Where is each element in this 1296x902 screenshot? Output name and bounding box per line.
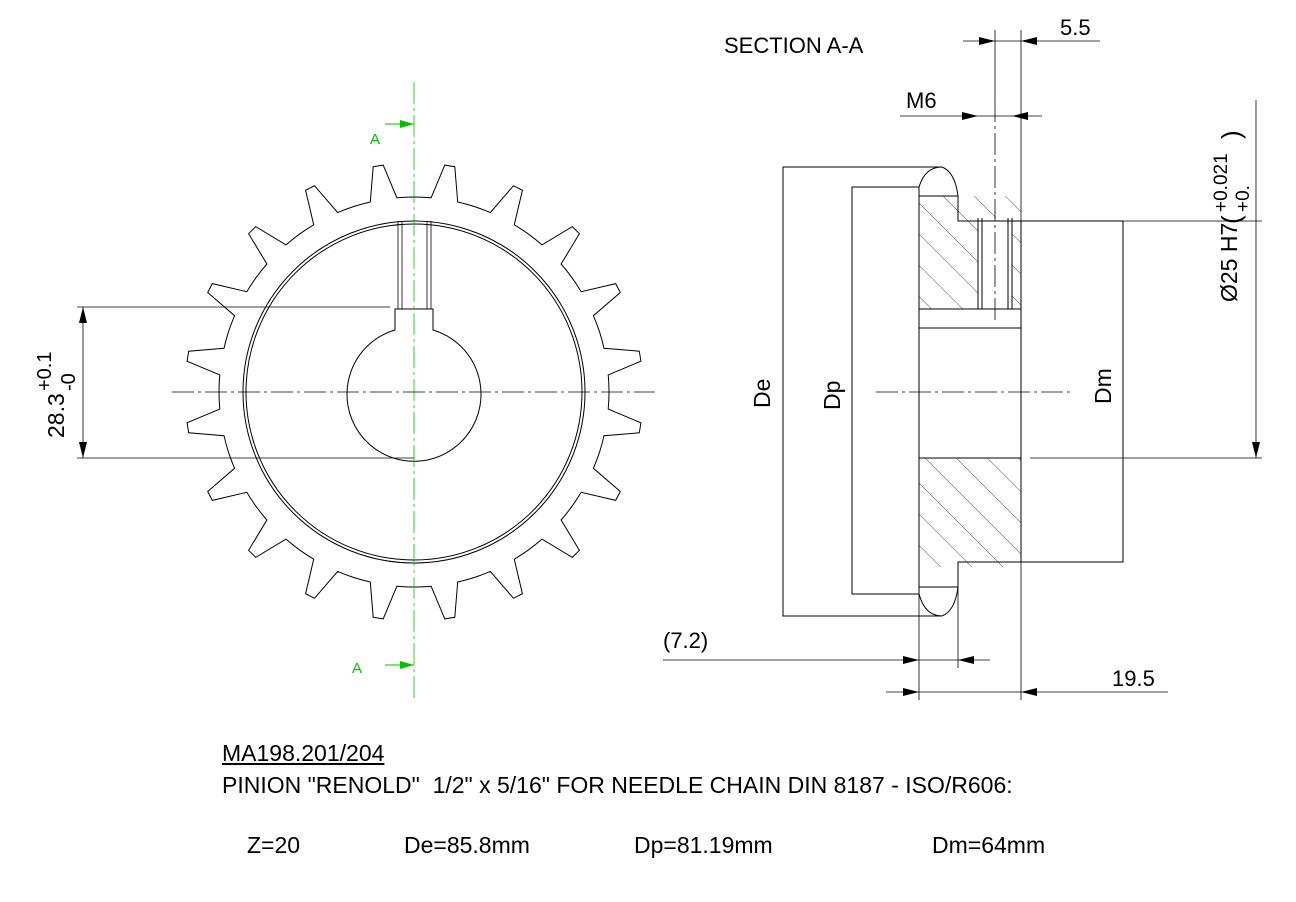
part-code: MA198.201/204 — [222, 740, 385, 766]
svg-text:): ) — [1216, 130, 1246, 139]
dp-label: Dp — [819, 381, 845, 410]
section-view: SECTION A-A 5 — [663, 15, 1262, 700]
svg-text:+0.1: +0.1 — [34, 352, 56, 391]
arrow-head-icon — [962, 112, 978, 120]
dim-19-5: 19.5 — [1112, 666, 1155, 691]
section-mark-bottom: A — [352, 660, 362, 677]
part-description: PINION "RENOLD" 1/2" x 5/16" FOR NEEDLE … — [222, 772, 1013, 798]
arrow-head-icon — [400, 661, 414, 669]
arrow-head-icon — [1012, 112, 1028, 120]
arrow-head-icon — [400, 120, 414, 128]
arrow-head-icon — [903, 688, 919, 696]
tooth-chamfer-top — [918, 166, 959, 197]
bore-dimension-label: Ø25 H7 ( +0.021 +0. ) — [1211, 130, 1254, 302]
spec-de: De=85.8mm — [404, 832, 530, 858]
arrow-head-icon — [903, 656, 919, 664]
svg-text:28.3: 28.3 — [43, 393, 69, 438]
bore-keyway — [346, 308, 482, 462]
dim-m6: M6 — [906, 88, 937, 113]
de-outline — [782, 166, 942, 617]
de-label: De — [749, 379, 775, 408]
dim-5-5: 5.5 — [1060, 15, 1091, 40]
spec-dp: Dp=81.19mm — [634, 832, 773, 858]
section-mark-top: A — [370, 131, 380, 148]
arrow-head-icon — [979, 37, 995, 45]
dim-7-2: (7.2) — [663, 628, 708, 653]
svg-text:+0.: +0. — [1233, 185, 1254, 212]
spec-dm: Dm=64mm — [932, 832, 1046, 858]
arrow-head-icon — [1021, 37, 1037, 45]
arrow-head-icon — [1252, 442, 1260, 458]
key-dimension-label: 28.3 +0.1 -0 — [34, 352, 80, 438]
dp-outline — [851, 186, 919, 595]
svg-text:Ø25 H7: Ø25 H7 — [1216, 223, 1242, 302]
spec-z: Z=20 — [247, 832, 301, 858]
hatch-area-bottom — [919, 458, 1021, 567]
tooth-chamfer-bottom — [918, 586, 959, 617]
hub-outline — [957, 196, 1124, 587]
dm-label: Dm — [1090, 368, 1116, 404]
arrow-head-icon — [79, 442, 87, 458]
section-title: SECTION A-A — [724, 33, 864, 58]
sprocket-front-view: A A 28.3 +0.1 -0 — [34, 82, 655, 700]
arrow-head-icon — [958, 656, 974, 664]
arrow-head-icon — [1021, 688, 1037, 696]
svg-text:+0.021: +0.021 — [1211, 153, 1232, 212]
svg-text:-0: -0 — [58, 373, 80, 391]
svg-text:(: ( — [1216, 215, 1246, 224]
arrow-head-icon — [79, 307, 87, 323]
screw-hole — [978, 218, 1012, 310]
